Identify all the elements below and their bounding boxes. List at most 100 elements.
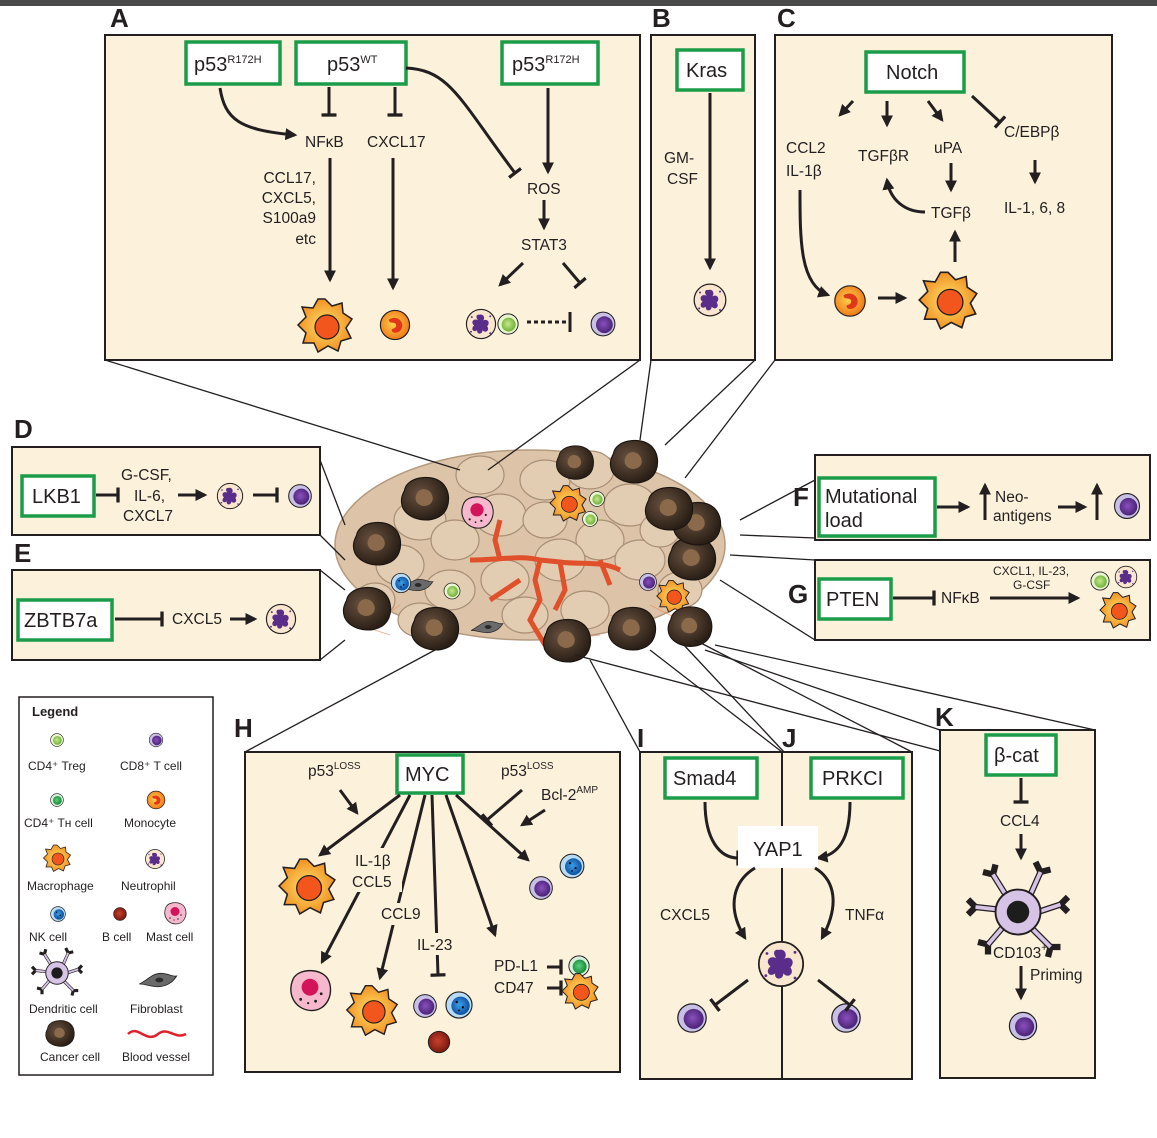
cancer-cell-icon: [45, 1020, 75, 1047]
legend-label: Blood vessel: [122, 1050, 190, 1064]
th-cell-icon: [568, 955, 590, 977]
b-cell-icon: [427, 1030, 451, 1054]
th-cell-icon: [50, 793, 64, 807]
label-upa: uPA: [934, 140, 963, 157]
label-gm: GM-: [664, 150, 694, 167]
label-sup: LOSS: [334, 761, 361, 772]
cd8-tcell-icon: [148, 732, 164, 748]
gene-box-p53-wt: [294, 40, 408, 86]
label-p53: p53: [501, 763, 527, 780]
label-cxcl1-il23: CXCL1, IL-23,: [993, 564, 1069, 578]
gene-label: p53: [512, 54, 545, 76]
label-ccl4: CCL4: [1000, 813, 1040, 830]
gene-box-notch: [864, 50, 966, 94]
label-cebpb: C/EBPβ: [1004, 124, 1060, 141]
panel-i-box: [639, 751, 783, 1080]
panel-e: E ZBTB7a CXCL5: [11, 538, 321, 661]
label-cxcl5: CXCL5: [172, 611, 222, 628]
label-p53: p53: [308, 763, 334, 780]
legend-label: Cancer cell: [40, 1050, 100, 1064]
panel-i-letter: I: [637, 723, 644, 753]
gene-box-kras: [675, 48, 745, 92]
label-gcsf: G-CSF,: [121, 467, 172, 484]
cd8-tcell-icon: [413, 994, 437, 1018]
panel-a: A p53R172H p53WT p53R172H NFκB CXCL17 CC…: [104, 3, 641, 361]
cd8-tcell-icon: [677, 1003, 707, 1033]
panel-c-letter: C: [777, 3, 796, 33]
legend-label: CD4⁺ Tн cell: [24, 816, 93, 830]
label-cxcl5: CXCL5: [660, 907, 710, 924]
panel-connectors: [104, 359, 1096, 753]
legend-label: B cell: [102, 930, 131, 944]
label-nfkb: NFκB: [941, 590, 980, 607]
neutrophil-icon: [757, 940, 805, 988]
label-ccl17: CCL17,: [263, 170, 316, 187]
nk-cell-icon: [445, 991, 473, 1019]
label-nfkb: NFκB: [305, 134, 344, 151]
tumor-mass: [334, 439, 726, 663]
label-ccl5: CCL5: [352, 874, 392, 891]
panel-b: B Kras GM- CSF: [650, 3, 756, 361]
cd8-tcell-icon: [1113, 492, 1141, 520]
label-bcl2: Bcl-2: [541, 787, 576, 804]
monocyte-icon: [146, 790, 166, 810]
treg-icon: [50, 733, 64, 747]
gene-box-zbtb7a: [16, 598, 114, 642]
blood-vessel: [469, 519, 622, 647]
gene-superscript: WT: [360, 54, 377, 66]
gene-label: ZBTB7a: [24, 610, 98, 632]
panel-e-letter: E: [14, 538, 31, 568]
gene-label: MYC: [405, 764, 449, 786]
legend-label: CD4⁺ Treg: [28, 759, 86, 773]
mast-cell-icon: [164, 902, 187, 925]
label-priming: Priming: [1030, 967, 1083, 984]
panel-f-letter: F: [793, 482, 809, 512]
svg-text:p53LOSS: p53LOSS: [501, 761, 554, 780]
label-cd47: CD47: [494, 980, 534, 997]
panel-g-letter: G: [788, 579, 808, 609]
label-ccl9: CCL9: [381, 906, 421, 923]
legend-label: Fibroblast: [130, 1002, 183, 1016]
gene-box-smad4: [663, 756, 759, 800]
gene-box-myc: [395, 753, 465, 795]
blood-vessel-icon: [127, 1029, 187, 1039]
cd8-tcell-icon: [1008, 1011, 1038, 1041]
treg-icon: [1090, 571, 1110, 591]
neutrophil-icon: [145, 849, 165, 869]
label-stat3: STAT3: [521, 237, 567, 254]
panel-a-box: [104, 34, 641, 361]
gene-superscript: R172H: [227, 54, 261, 66]
legend-label: Macrophage: [27, 879, 94, 893]
legend: Legend CD4⁺ Treg CD8⁺ T cell CD4⁺ Tн cel…: [18, 696, 214, 1076]
label-sup: AMP: [576, 785, 598, 796]
label-gcsf: G-CSF: [1013, 578, 1050, 592]
legend-label: NK cell: [29, 930, 67, 944]
panel-a-letter: A: [110, 3, 129, 33]
gene-label: Kras: [686, 60, 727, 82]
panel-f: F Mutational load Neo- antigens: [793, 454, 1151, 541]
label-sup: +: [1041, 943, 1047, 954]
panel-j-letter: J: [782, 723, 796, 753]
cd8-tcell-icon: [288, 484, 312, 508]
label-cxcl5: CXCL5,: [262, 190, 316, 207]
panel-h: H MYC p53LOSS p53LOSS Bcl-2AMP IL-1β CCL…: [234, 713, 621, 1073]
nk-cell-icon: [559, 853, 585, 879]
label-antigens: antigens: [993, 508, 1052, 525]
label-il1b: IL-1β: [786, 163, 822, 180]
svg-text:p53WT: p53WT: [327, 54, 378, 76]
gene-box-p53-r172h-right: [500, 40, 600, 86]
svg-text:CD103+: CD103+: [993, 943, 1047, 962]
gene-label: β-cat: [994, 745, 1039, 767]
label-sup: LOSS: [527, 761, 554, 772]
panel-j: J PRKCI TNFα: [781, 723, 913, 1080]
label-tnfa: TNFα: [845, 907, 884, 924]
gene-label: Smad4: [673, 768, 736, 790]
panel-b-letter: B: [652, 3, 671, 33]
panel-h-letter: H: [234, 713, 253, 743]
mast-cell-icon: [290, 969, 332, 1012]
label-csf: CSF: [667, 171, 698, 188]
gene-label: p53: [194, 54, 227, 76]
label-etc: etc: [295, 231, 316, 248]
gene-label-2: load: [825, 510, 863, 532]
